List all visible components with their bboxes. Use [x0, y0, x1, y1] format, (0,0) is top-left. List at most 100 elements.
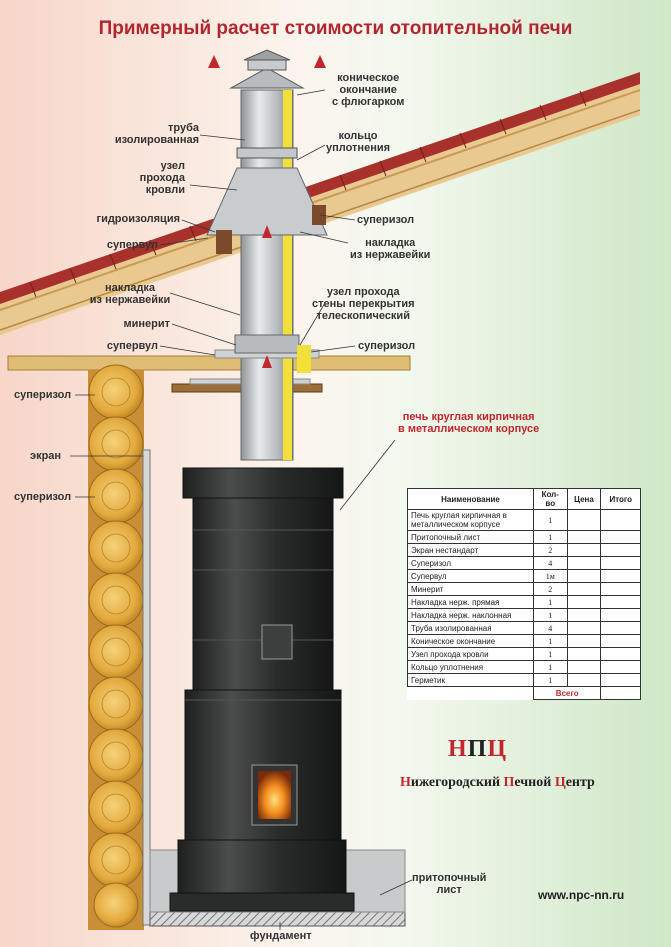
table-header-row: Наименование Кол-во Цена Итого: [407, 488, 641, 510]
row-price: [566, 569, 602, 583]
row-name: Узел прохода кровли: [407, 647, 534, 661]
row-total: [600, 595, 641, 609]
row-qty: 1: [532, 647, 568, 661]
label-supervul-roof: супервул: [106, 239, 158, 251]
row-total: [600, 660, 641, 674]
label-minerit: минерит: [123, 318, 170, 330]
total-label: Всего: [532, 686, 602, 700]
logo-letter-p: П: [467, 736, 488, 762]
row-price: [566, 608, 602, 622]
row-total: [600, 556, 641, 570]
page-title: Примерный расчет стоимости отопительной …: [98, 18, 573, 39]
row-price: [566, 634, 602, 648]
row-total: [600, 608, 641, 622]
label-conical-end: коническое окончание с флюгарком: [332, 72, 405, 108]
row-price: [566, 543, 602, 557]
row-name: Притопочный лист: [407, 530, 534, 544]
row-qty: 1: [532, 673, 568, 687]
chimney: [206, 49, 328, 461]
row-qty: 1: [532, 634, 568, 648]
label-superizol-wall-top: суперизол: [14, 389, 72, 401]
round-stove: [169, 467, 355, 912]
col-total-header: Итого: [600, 488, 641, 510]
row-name: Герметик: [407, 673, 534, 687]
row-price: [566, 660, 602, 674]
row-qty: 4: [532, 556, 568, 570]
row-qty: 4: [532, 621, 568, 635]
row-qty: 1м: [532, 569, 568, 583]
row-qty: 1: [532, 660, 568, 674]
label-waterproofing: гидроизоляция: [96, 213, 180, 225]
heat-screen: [142, 449, 151, 926]
col-qty-header: Кол-во: [532, 488, 568, 510]
label-roof-passage: узел прохода кровли: [139, 160, 185, 196]
ceiling-board: [7, 355, 411, 371]
label-foundation: фундамент: [250, 930, 312, 942]
row-price: [566, 556, 602, 570]
row-qty: 1: [532, 530, 568, 544]
row-total: [600, 509, 641, 531]
table-row: Печь круглая кирпичная в металлическом к…: [407, 509, 641, 531]
row-total: [600, 569, 641, 583]
row-name: Труба изолированная: [407, 621, 534, 635]
label-plate-stainless-roof: накладка из нержавейки: [350, 237, 431, 261]
col-name-header: Наименование: [407, 488, 534, 510]
row-total: [600, 634, 641, 648]
row-qty: 1: [532, 608, 568, 622]
row-name: Экран нестандарт: [407, 543, 534, 557]
row-price: [566, 647, 602, 661]
row-price: [566, 582, 602, 596]
row-name: Минерит: [407, 582, 534, 596]
row-price: [566, 673, 602, 687]
row-name: Коническое окончание: [407, 634, 534, 648]
row-total: [600, 647, 641, 661]
company-logo: НПЦ: [448, 736, 507, 763]
row-name: Накладка нерж. прямая: [407, 595, 534, 609]
logo-letter-n: Н: [448, 736, 468, 762]
label-superizol-ceiling: суперизол: [358, 340, 416, 352]
row-price: [566, 621, 602, 635]
logo-letter-c: Ц: [487, 736, 508, 762]
row-price: [566, 595, 602, 609]
row-total: [600, 582, 641, 596]
row-total: [600, 621, 641, 635]
website-link[interactable]: www.npc-nn.ru: [538, 888, 625, 902]
row-name: Кольцо уплотнения: [407, 660, 534, 674]
row-qty: 2: [532, 543, 568, 557]
company-name: Нижегородский Печной Центр: [400, 775, 595, 790]
label-stove-callout: печь круглая кирпичная в металлическом к…: [398, 411, 540, 435]
row-name: Супервул: [407, 569, 534, 583]
label-pipe-insulated: труба изолированная: [114, 122, 199, 146]
row-qty: 1: [532, 509, 568, 531]
label-superizol-wall: суперизол: [14, 491, 72, 503]
row-qty: 2: [532, 582, 568, 596]
leader-lines: [70, 89, 413, 930]
row-total: [600, 530, 641, 544]
foundation: [149, 911, 406, 927]
total-value: [600, 686, 641, 700]
label-supervul-ceiling: супервул: [106, 340, 158, 352]
row-name: Суперизол: [407, 556, 534, 570]
label-superizol-roof: суперизол: [357, 214, 415, 226]
row-total: [600, 543, 641, 557]
row-name: Накладка нерж. наклонная: [407, 608, 534, 622]
spec-table: Наименование Кол-во Цена Итого Печь круг…: [407, 488, 641, 700]
row-name: Печь круглая кирпичная в металлическом к…: [407, 509, 534, 531]
label-plate-stainless-ceiling: накладка из нержавейки: [89, 282, 171, 306]
label-wall-passage: узел прохода стены перекрытия телескопич…: [312, 286, 415, 322]
row-total: [600, 673, 641, 687]
row-price: [566, 509, 602, 531]
row-price: [566, 530, 602, 544]
